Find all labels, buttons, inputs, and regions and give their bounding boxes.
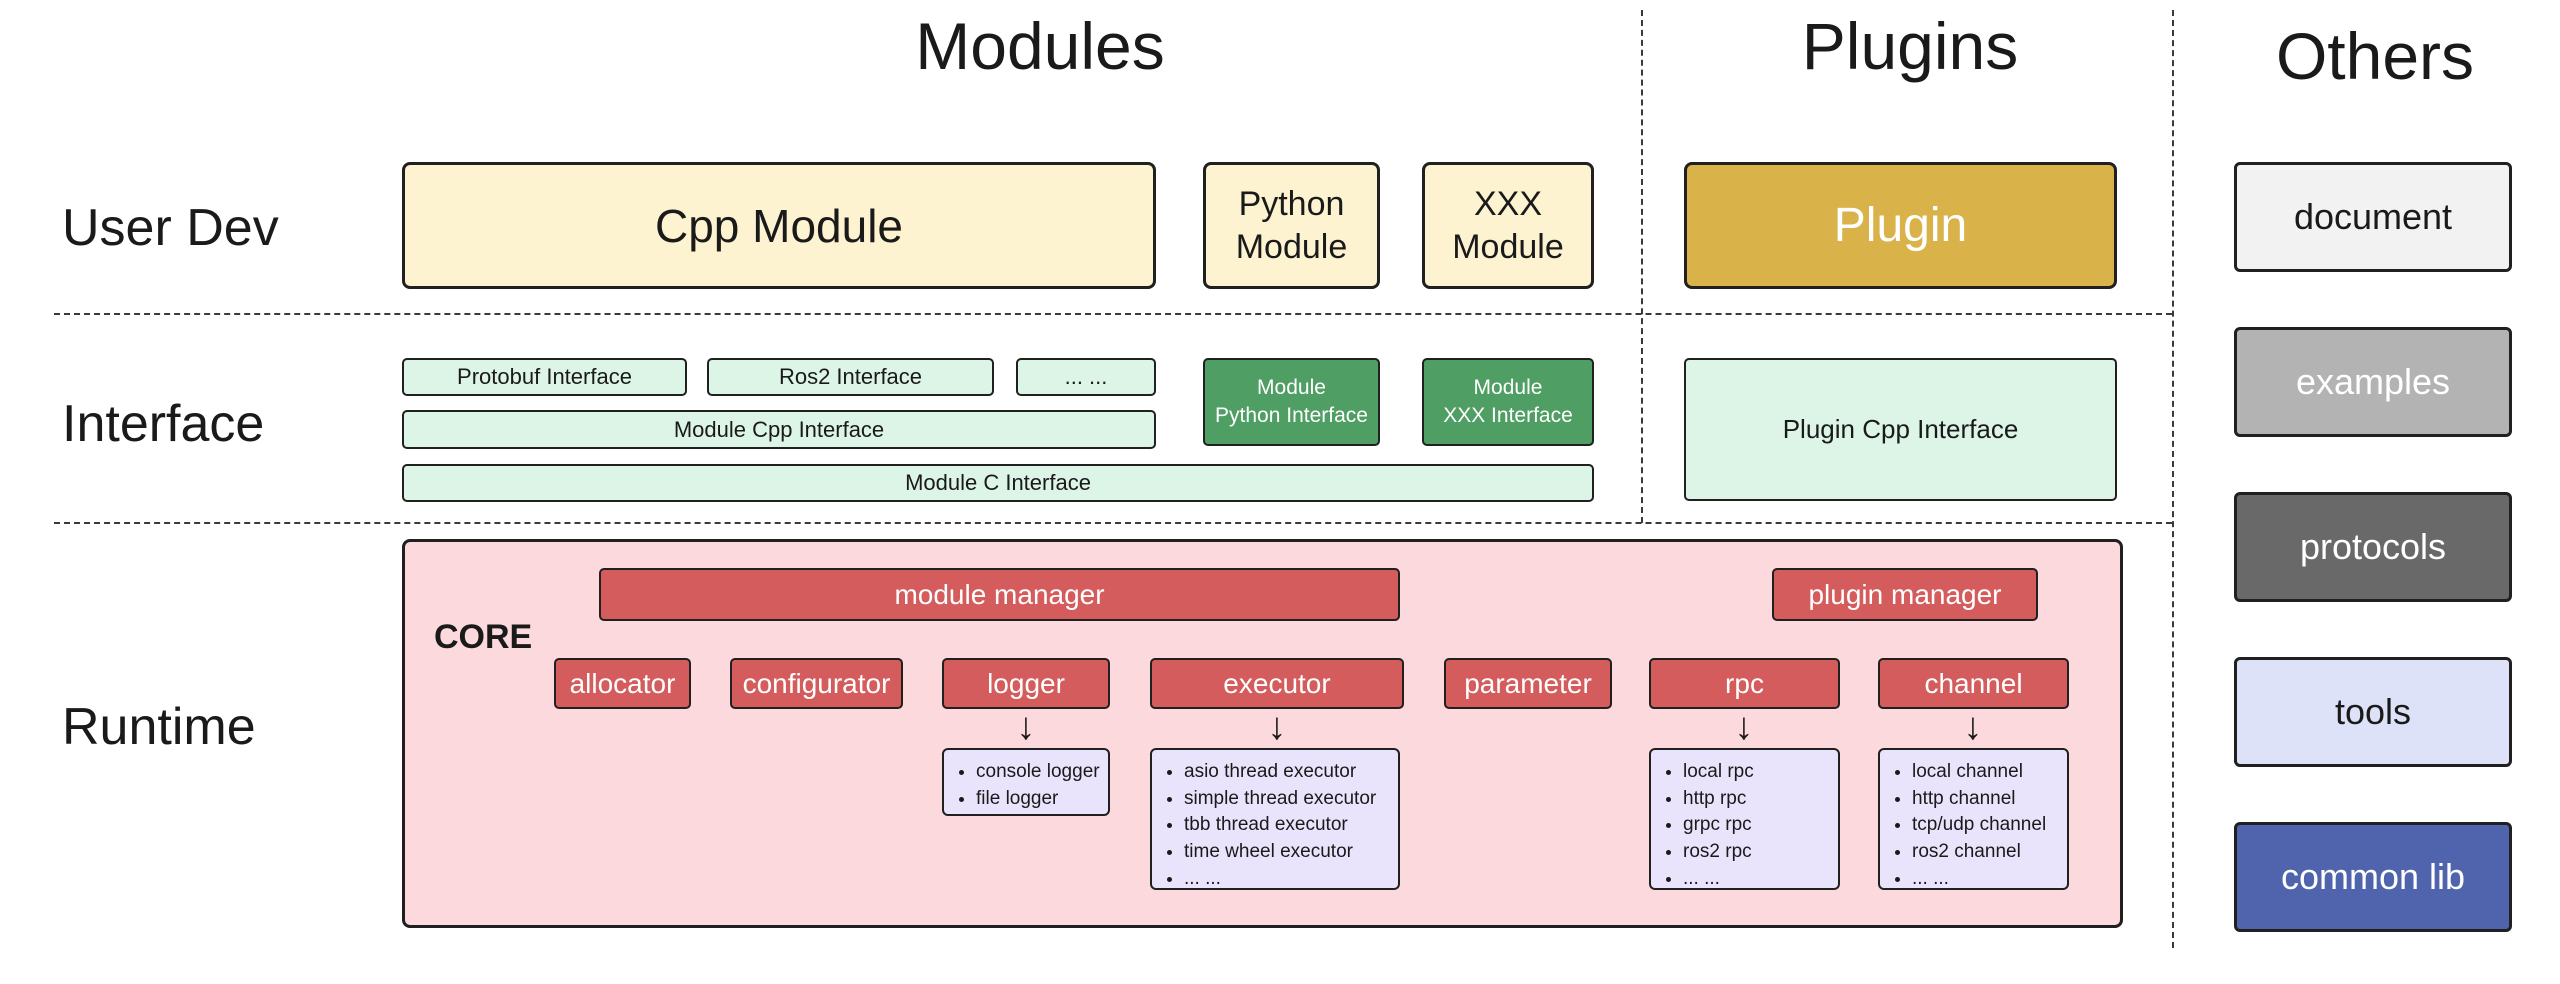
rpc-detail-box: local rpc http rpc grpc rpc ros2 rpc ...… (1649, 748, 1840, 890)
logger-detail-box: console logger file logger (942, 748, 1110, 816)
module-c-interface-label: Module C Interface (905, 470, 1091, 495)
examples-box: examples (2234, 327, 2512, 437)
document-label: document (2293, 196, 2453, 237)
common-lib-label: common lib (2280, 856, 2466, 897)
plugin-box: Plugin (1684, 162, 2117, 289)
column-header-modules: Modules (915, 9, 1165, 83)
executor-label: executor (1223, 667, 1331, 699)
protobuf-interface-label: Protobuf Interface (457, 364, 632, 389)
plugin-manager-label: plugin manager (1808, 578, 2002, 610)
executor-detail-box: asio thread executor simple thread execu… (1150, 748, 1400, 890)
column-header-others: Others (2275, 19, 2475, 93)
arrow-down-icon: ↓ (1734, 706, 1754, 748)
list-item: ... ... (1683, 867, 1832, 892)
list-item: http channel (1912, 787, 2061, 812)
list-item: local channel (1912, 760, 2061, 785)
examples-label: examples (2295, 361, 2451, 402)
list-item: ... ... (1184, 867, 1392, 892)
arrow-down-icon: ↓ (1016, 706, 1036, 748)
core-label: CORE (434, 618, 533, 656)
channel-detail-list: local channel http channel tcp/udp chann… (1884, 760, 2061, 891)
plugin-manager-box: plugin manager (1772, 568, 2038, 621)
interface-ellipsis-box: ... ... (1016, 358, 1156, 396)
document-box: document (2234, 162, 2512, 272)
module-cpp-interface-box: Module Cpp Interface (402, 410, 1156, 449)
ros2-interface-label: Ros2 Interface (778, 364, 923, 389)
channel-detail-box: local channel http channel tcp/udp chann… (1878, 748, 2069, 890)
executor-detail-list: asio thread executor simple thread execu… (1156, 760, 1392, 891)
list-item: asio thread executor (1184, 760, 1392, 785)
list-item: tbb thread executor (1184, 813, 1392, 838)
divider-modules-plugins (1641, 10, 1643, 523)
list-item: time wheel executor (1184, 840, 1392, 865)
xxx-module-box: XXX Module (1422, 162, 1594, 289)
protocols-label: protocols (2299, 526, 2447, 567)
module-cpp-interface-label: Module Cpp Interface (673, 416, 885, 442)
divider-userdev-interface (54, 313, 2172, 315)
rpc-box: rpc (1649, 658, 1840, 709)
rpc-label: rpc (1725, 667, 1764, 699)
list-item: console logger (976, 760, 1102, 785)
channel-box: channel (1878, 658, 2069, 709)
list-item: simple thread executor (1184, 787, 1392, 812)
interface-ellipsis-label: ... ... (1064, 364, 1108, 389)
arrow-down-icon: ↓ (1963, 706, 1983, 748)
others-column: document examples protocols tools common… (2234, 162, 2512, 932)
module-python-interface-box: Module Python Interface (1203, 358, 1380, 446)
channel-label: channel (1924, 667, 2023, 699)
python-module-label: Python Module (1235, 185, 1348, 266)
rpc-detail-list: local rpc http rpc grpc rpc ros2 rpc ...… (1655, 760, 1832, 891)
list-item: tcp/udp channel (1912, 813, 2061, 838)
list-item: local rpc (1683, 760, 1832, 785)
executor-box: executor (1150, 658, 1404, 709)
python-module-box: Python Module (1203, 162, 1380, 289)
plugin-cpp-interface-label: Plugin Cpp Interface (1782, 414, 2019, 444)
row-label-user-dev: User Dev (62, 199, 279, 257)
list-item: ... ... (1912, 867, 2061, 892)
module-python-interface-line1: Module (1257, 375, 1326, 399)
xxx-module-label: XXX Module (1452, 185, 1564, 266)
parameter-label: parameter (1464, 667, 1592, 699)
tools-label: tools (2334, 691, 2412, 732)
common-lib-box: common lib (2234, 822, 2512, 932)
list-item: grpc rpc (1683, 813, 1832, 838)
configurator-label: configurator (742, 667, 891, 699)
row-label-interface: Interface (62, 395, 265, 453)
protocols-box: protocols (2234, 492, 2512, 602)
row-label-runtime: Runtime (62, 698, 256, 756)
ros2-interface-box: Ros2 Interface (707, 358, 994, 396)
column-header-plugins: Plugins (1801, 9, 2019, 83)
allocator-label: allocator (569, 667, 676, 699)
parameter-box: parameter (1444, 658, 1612, 709)
plugin-cpp-interface-box: Plugin Cpp Interface (1684, 358, 2117, 501)
module-python-interface-line2: Python Interface (1215, 404, 1368, 427)
list-item: http rpc (1683, 787, 1832, 812)
arrow-down-icon: ↓ (1267, 706, 1287, 748)
cpp-module-box: Cpp Module (402, 162, 1156, 289)
module-manager-box: module manager (599, 568, 1400, 621)
module-xxx-interface-box: Module XXX Interface (1422, 358, 1594, 446)
plugin-label: Plugin (1833, 199, 1968, 252)
logger-box: logger (942, 658, 1110, 709)
divider-plugins-others (2172, 10, 2174, 948)
list-item: ros2 rpc (1683, 840, 1832, 865)
divider-interface-runtime (54, 522, 2172, 524)
module-xxx-interface-line2: XXX Interface (1443, 404, 1573, 427)
allocator-box: allocator (554, 658, 691, 709)
configurator-box: configurator (730, 658, 903, 709)
tools-box: tools (2234, 657, 2512, 767)
list-item: ros2 channel (1912, 840, 2061, 865)
logger-label: logger (987, 667, 1065, 699)
list-item: file logger (976, 787, 1102, 812)
logger-detail-list: console logger file logger (948, 760, 1102, 811)
module-manager-label: module manager (894, 578, 1105, 610)
protobuf-interface-box: Protobuf Interface (402, 358, 687, 396)
module-xxx-interface-line1: Module (1473, 375, 1543, 399)
cpp-module-label: Cpp Module (654, 199, 904, 252)
module-c-interface-box: Module C Interface (402, 464, 1594, 502)
